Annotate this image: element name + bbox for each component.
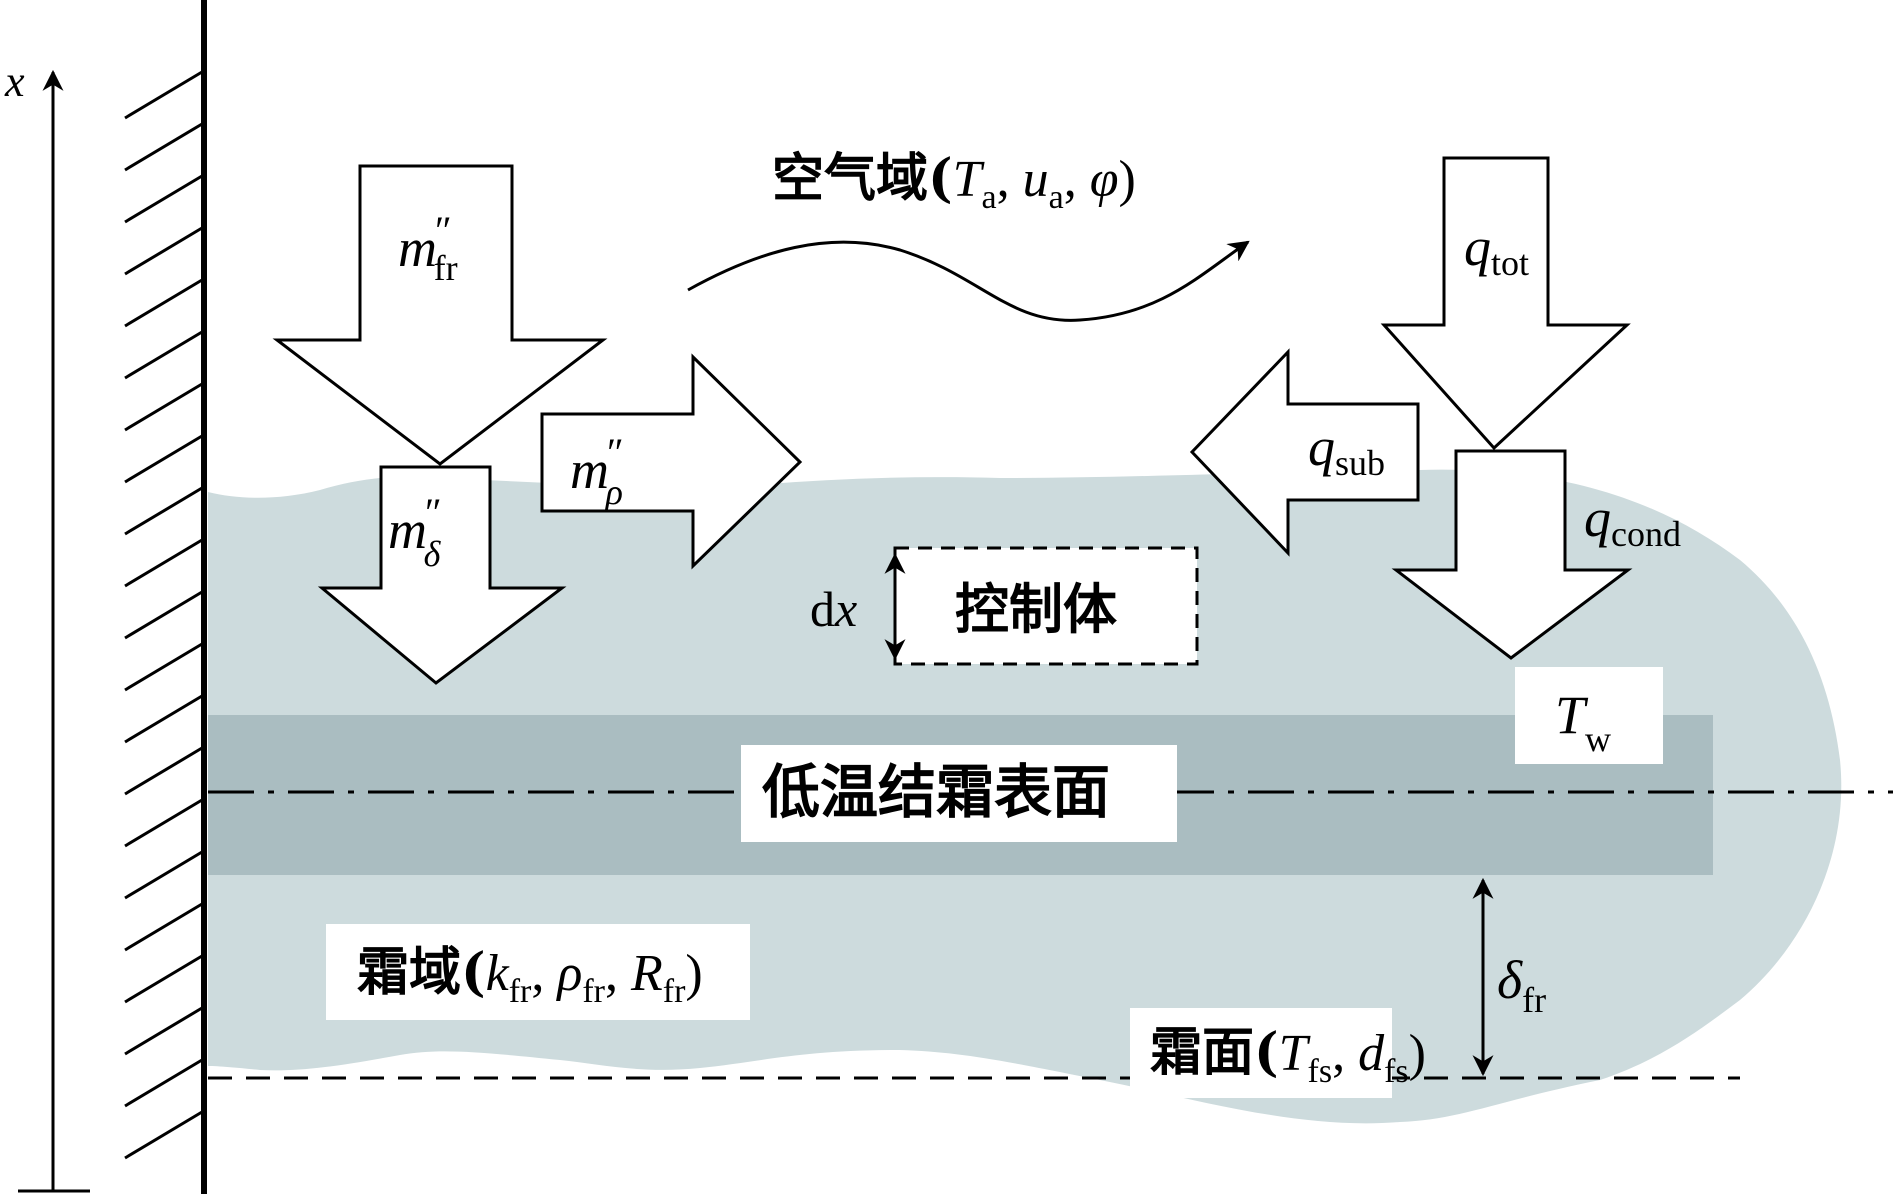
hatch-line: [124, 954, 203, 1004]
hatch-line: [124, 1110, 203, 1160]
air-velocity-subscript: a: [1049, 179, 1064, 216]
hatch-line: [124, 434, 203, 484]
q-tot-label: qtot: [1464, 217, 1529, 283]
q-tot-arrow: [1380, 156, 1631, 451]
frost-thickness-label: δfr: [1497, 950, 1546, 1020]
air-domain-suffix: ): [1119, 151, 1136, 208]
frost-surface-label: 霜面(Tfs, dfs): [1150, 1022, 1426, 1090]
frost-domain-label-box: [326, 924, 750, 1020]
air-humidity-symbol: φ: [1090, 151, 1119, 208]
m-delta-arrow: [317, 465, 567, 685]
hatch-line: [124, 70, 203, 120]
cold-surface-label-box: [741, 745, 1177, 842]
m-rho-arrow: [540, 353, 803, 570]
frost-surface-label-box: [1130, 1008, 1392, 1098]
q-sub-arrow: [1189, 348, 1420, 557]
hatch-line: [124, 746, 203, 796]
hatch-line: [124, 694, 203, 744]
m-fr-arrow: [272, 164, 608, 466]
air-domain-prefix: 空气域(: [772, 148, 953, 209]
air-velocity-symbol: u: [1023, 151, 1049, 208]
hatch-line: [124, 486, 203, 536]
air-temp-subscript: a: [982, 179, 997, 216]
hatch-line: [124, 382, 203, 432]
wall-temp-box: [1515, 667, 1663, 764]
wall-hatching: [124, 70, 203, 1160]
q-sub-label: qsub: [1308, 417, 1385, 483]
m-fr-label: m″fr: [398, 208, 458, 288]
air-flow-arrow: [687, 240, 1250, 322]
x-axis-label: x: [4, 57, 25, 106]
hatch-line: [124, 1058, 203, 1108]
air-sep-2: ,: [1064, 151, 1090, 208]
hatch-line: [124, 226, 203, 276]
control-volume-label: 控制体: [955, 577, 1117, 641]
m-delta-label: m″δ: [388, 490, 442, 574]
wall-temp-label: Tw: [1555, 685, 1611, 759]
hatch-line: [124, 1006, 203, 1056]
cold-surface-label: 低温结霜表面: [762, 758, 1110, 826]
air-domain-label: 空气域(Ta, ua, φ): [772, 148, 1136, 216]
air-sep-1: ,: [997, 151, 1023, 208]
dx-label: dx: [810, 581, 857, 637]
hatch-line: [124, 798, 203, 848]
hatch-line: [124, 174, 203, 224]
hatch-line: [124, 278, 203, 328]
frost-domain-label: 霜域(kfr, ρfr, Rfr): [357, 942, 703, 1010]
hatch-line: [124, 590, 203, 640]
hatch-line: [124, 538, 203, 588]
m-rho-label: m″ρ: [570, 430, 624, 512]
q-cond-label: qcond: [1584, 488, 1681, 554]
hatch-line: [124, 122, 203, 172]
hatch-line: [124, 850, 203, 900]
air-temp-symbol: T: [953, 151, 985, 208]
q-cond-arrow: [1391, 449, 1633, 660]
control-volume-box: [893, 546, 1199, 666]
hatch-line: [124, 642, 203, 692]
hatch-line: [124, 330, 203, 380]
hatch-line: [124, 902, 203, 952]
